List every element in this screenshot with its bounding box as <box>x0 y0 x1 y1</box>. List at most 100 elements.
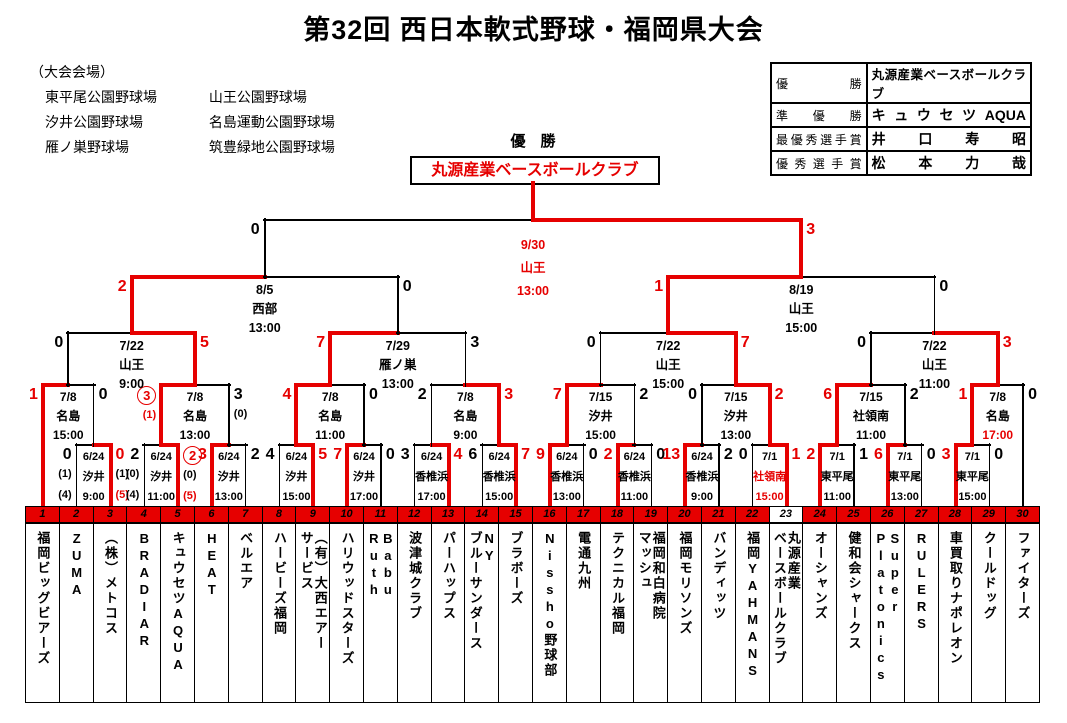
bracket-line <box>933 275 936 335</box>
score-f8-right: 0 <box>589 446 615 464</box>
match-date: 7/22 <box>922 339 947 353</box>
team-cell-14: NY ブルーサンダース <box>464 523 500 703</box>
team-name: NY ブルーサンダース <box>467 531 497 651</box>
bracket-line <box>345 443 350 508</box>
bracket-line <box>328 331 400 335</box>
bracket-line <box>159 383 164 447</box>
match-time: 11:00 <box>315 428 346 442</box>
score-sub-value: (0) <box>183 469 197 481</box>
team-number-10: 10 <box>329 506 364 523</box>
bracket-line <box>599 331 602 387</box>
score-value: 1 <box>654 278 664 295</box>
bracket-line <box>464 331 467 387</box>
match-time: 17:00 <box>349 491 379 503</box>
match-venue: 汐井 <box>723 409 748 423</box>
team-cell-28: 車買取りナポレオン <box>937 523 973 703</box>
score-value: 0 <box>738 446 748 463</box>
score-sub-value: (4) <box>125 489 140 501</box>
score-g4-left: 2 <box>401 386 427 404</box>
team-name: オーシャンズ <box>812 531 828 621</box>
venue-row: 雁ノ巣野球場 筑豊緑地公園野球場 <box>30 135 335 160</box>
match-venue: 名島 <box>985 409 1010 423</box>
team-number-15: 15 <box>498 506 533 523</box>
bracket-line <box>784 443 789 508</box>
score-g6-right: 2 <box>775 386 801 404</box>
score-g2-right: 3(0) <box>234 386 260 425</box>
score-f14-right: 0 <box>994 446 1020 464</box>
score-f4-right: 5 <box>318 446 344 464</box>
team-name: ハリウッドスターズ <box>339 531 355 666</box>
bracket-line <box>91 443 113 447</box>
bracket-line <box>995 331 1000 387</box>
score-fin-left: 0 <box>234 221 260 239</box>
bracket-line <box>970 444 992 446</box>
team-column-3: 3（株）メトコス <box>92 506 128 703</box>
venue-item: 山王公園野球場 <box>208 89 307 105</box>
match-venue: 山王 <box>520 261 546 275</box>
bracket-line <box>598 384 637 386</box>
bracket-line <box>40 383 71 387</box>
team-number-25: 25 <box>836 506 871 523</box>
match-date: 7/8 <box>457 390 474 404</box>
score-value: 2 <box>250 446 260 463</box>
score-value: 2 <box>723 446 733 463</box>
team-cell-9: （有）大西エアー サービス <box>295 523 331 703</box>
match-date: 6/24 <box>420 451 443 463</box>
score-g1-right: 0 <box>99 386 125 404</box>
bracket-line <box>228 383 230 447</box>
score-f9-left: 2 <box>587 446 613 464</box>
bracket-line <box>497 443 519 447</box>
match-venue: 香椎浜 <box>550 471 584 483</box>
team-number-21: 21 <box>700 506 736 523</box>
match-time: 9:00 <box>119 377 145 391</box>
bracket-line <box>66 332 134 334</box>
score-g1-left: 1 <box>12 386 38 404</box>
bracket-line <box>767 443 789 447</box>
bracket-line <box>582 443 585 508</box>
match-date: 7/8 <box>186 390 204 404</box>
bracket-line <box>683 443 704 447</box>
match-venue: 東平尾 <box>888 471 922 483</box>
score-value: 4 <box>265 446 275 463</box>
match-time: 9:00 <box>690 491 714 503</box>
match-venue: 社領南 <box>852 409 889 423</box>
bracket-line <box>380 443 382 508</box>
team-cell-27: RULERS <box>903 523 939 703</box>
team-name: 波津城クラブ <box>407 531 423 621</box>
bracket-line <box>92 383 95 447</box>
bracket-line <box>345 443 366 447</box>
bracket-line <box>799 218 804 279</box>
score-f13-right: 0 <box>927 446 953 464</box>
bracket-line <box>108 443 113 508</box>
score-q3-left: 0 <box>570 334 596 352</box>
score-g7-right: 2 <box>910 386 936 404</box>
score-g4-right: 3 <box>504 386 530 404</box>
match-venue: 汐井 <box>150 471 173 483</box>
match-venue: 山王 <box>655 358 681 372</box>
bracket-line <box>547 443 569 447</box>
score-value: 1 <box>859 446 868 463</box>
score-q3-right: 7 <box>741 334 767 352</box>
page-title: 第32回 西日本軟式野球・福岡県大会 <box>303 15 764 45</box>
score-value: 3 <box>941 446 951 463</box>
score-sub-value: (0) <box>233 408 248 420</box>
match-venue: 香椎浜 <box>685 471 719 483</box>
bracket-line <box>262 276 400 278</box>
score-f6-left: 3 <box>384 446 410 464</box>
team-cell-25: 健和会シャークス <box>836 523 871 703</box>
score-value: 2 <box>117 278 127 295</box>
match-venue: 東平尾 <box>955 471 989 483</box>
score-f2-right: 2(0)(5) <box>183 446 209 507</box>
bracket-line <box>129 275 267 279</box>
match-venue: 山王 <box>119 358 145 372</box>
